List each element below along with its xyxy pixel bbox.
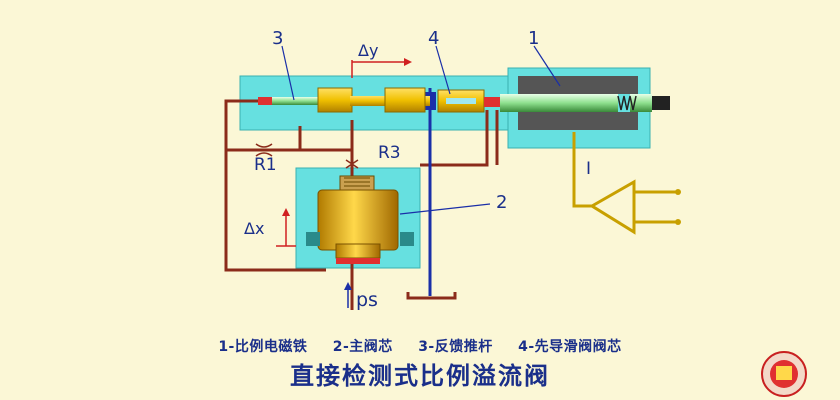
- label-3: 3: [272, 28, 283, 49]
- label-r3: R3: [378, 143, 401, 163]
- orifice-r1: [255, 143, 273, 157]
- delta-y-arrow-head: [404, 58, 412, 66]
- main-spring-coils: [344, 177, 370, 187]
- pilot-spool-pin: [446, 98, 476, 104]
- label-current: I: [586, 159, 591, 179]
- pilot-land-mid: [384, 87, 426, 113]
- coil-top: [518, 76, 638, 94]
- legend: 1-比例电磁铁 2-主阀芯 3-反馈推杆 4-先导滑阀阀芯: [0, 336, 840, 356]
- main-spool-body: [317, 189, 399, 251]
- label-delta-y: Δy: [358, 41, 378, 60]
- amp-terminal-1: [675, 189, 681, 195]
- legend-item-4: 4-先导滑阀阀芯: [518, 339, 622, 355]
- label-1: 1: [528, 28, 539, 49]
- leader-lines: [281, 45, 561, 215]
- pipe-network: [224, 99, 499, 310]
- label-ps: ps: [356, 289, 378, 311]
- tank-bracket: [406, 292, 457, 300]
- label-4: 4: [428, 28, 439, 49]
- label-r1: R1: [254, 155, 277, 175]
- diagram-title: 直接检测式比例溢流阀: [290, 361, 550, 390]
- main-inlet-red: [336, 258, 380, 264]
- ps-arrow-head: [344, 282, 352, 290]
- coil-bottom: [518, 112, 638, 130]
- armature: [500, 94, 618, 112]
- legend-item-1: 1-比例电磁铁: [218, 339, 308, 355]
- delta-x-arrow-head: [282, 208, 290, 216]
- orifice-r3: [345, 159, 359, 169]
- main-seat-left: [306, 232, 320, 246]
- label-delta-x: Δx: [244, 219, 264, 238]
- pilot-tip-red: [484, 97, 500, 107]
- legend-item-3: 3-反馈推杆: [418, 339, 493, 355]
- label-2: 2: [496, 192, 507, 213]
- solenoid-end: [652, 96, 670, 110]
- feedback-rod-tip: [258, 97, 272, 105]
- amp-terminal-2: [675, 219, 681, 225]
- main-seat-right: [400, 232, 414, 246]
- amplifier-triangle: [589, 179, 636, 235]
- main-spool-stem: [335, 243, 381, 259]
- spring: [617, 95, 637, 111]
- legend-item-2: 2-主阀芯: [332, 339, 393, 355]
- feedback-rod-pin: [272, 97, 320, 105]
- signal-wire: [572, 132, 592, 208]
- pilot-land-left: [317, 87, 353, 113]
